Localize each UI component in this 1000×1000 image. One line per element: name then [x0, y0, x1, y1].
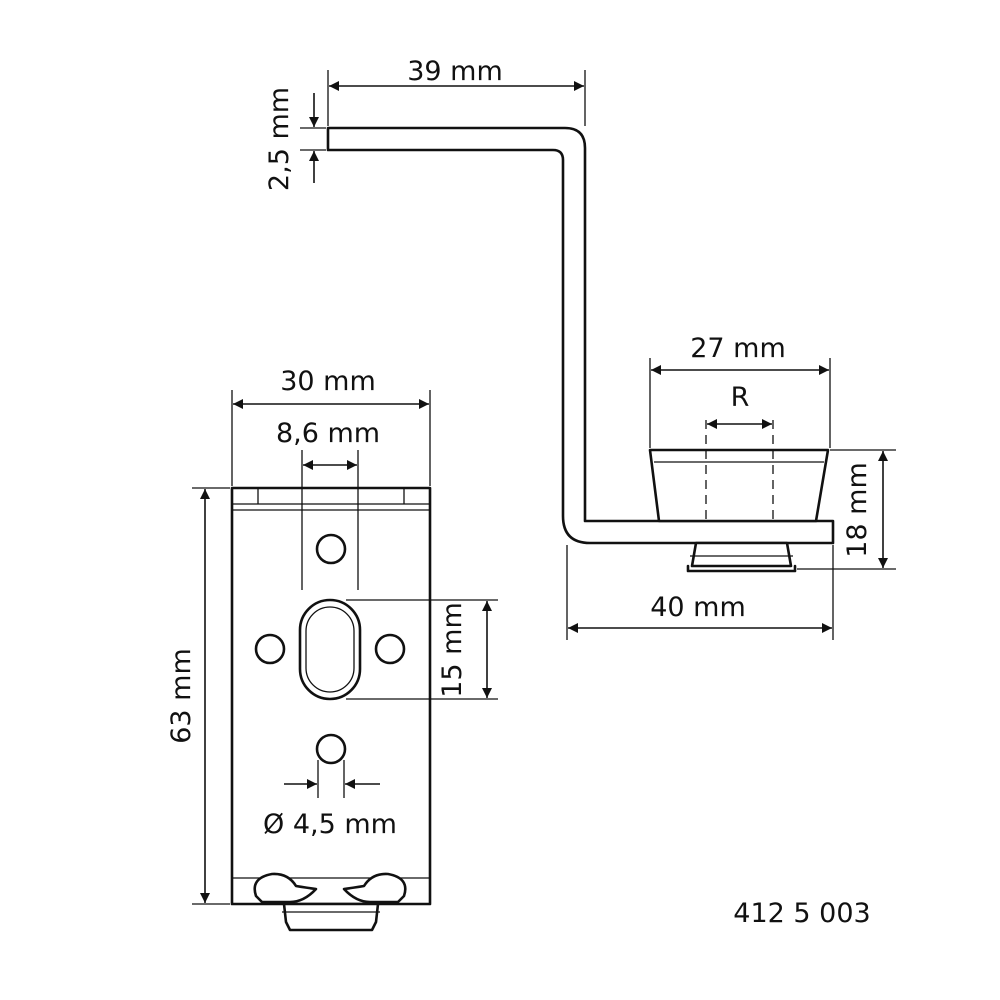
- center-slot-inner: [305, 606, 355, 693]
- label-hole-spacing: 8,6 mm: [276, 418, 380, 449]
- hole-right: [374, 633, 406, 665]
- hole-bottom: [315, 733, 347, 765]
- bottom-tab-left: [253, 872, 318, 904]
- label-foot-width: 27 mm: [690, 333, 786, 364]
- mounting-plate: [230, 486, 432, 906]
- label-top-length: 39 mm: [407, 56, 503, 87]
- label-foot-height: 18 mm: [842, 462, 873, 558]
- bottom-foot: [282, 902, 380, 932]
- label-hole-diameter: Ø 4,5 mm: [263, 809, 397, 840]
- bracket-profile: [326, 126, 835, 545]
- hole-left: [254, 633, 286, 665]
- bottom-tab-right: [342, 872, 407, 904]
- label-thickness: 2,5 mm: [264, 87, 295, 191]
- label-height: 63 mm: [166, 648, 197, 744]
- glider-cup: [648, 448, 830, 523]
- side-view: 39 mm 2,5 mm 27 mm R 18 mm 40 mm: [264, 56, 896, 640]
- front-view: 30 mm 8,6 mm 15 mm 63 mm Ø 4,5 mm: [166, 366, 498, 932]
- label-radius: R: [731, 382, 750, 413]
- part-number: 412 5 003: [733, 898, 870, 929]
- label-slot-height: 15 mm: [437, 602, 468, 698]
- hole-top: [315, 533, 347, 565]
- label-width: 30 mm: [280, 366, 376, 397]
- center-slot: [298, 598, 362, 701]
- glider-base-lip: [686, 564, 797, 573]
- glider-base: [690, 541, 793, 568]
- label-bottom-length: 40 mm: [650, 592, 746, 623]
